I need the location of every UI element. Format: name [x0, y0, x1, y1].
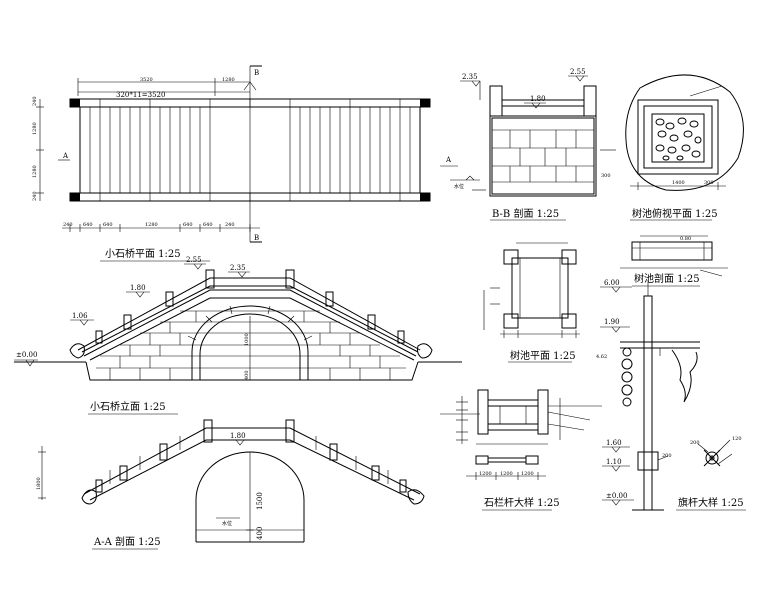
pool-plan-title: 树池平面 1:25: [510, 349, 576, 362]
pool-top-drawing: 1400 300 树池俯视平面 1:25: [625, 74, 744, 221]
elev-base-height: 400: [244, 370, 250, 380]
elev-level-1-06: 1.06: [72, 312, 88, 320]
pool-section-title: 树池剖面 1:25: [634, 272, 700, 285]
flag-callout-3: 120: [732, 436, 742, 442]
plan-left-dim-4: 240: [32, 191, 38, 201]
plan-bottom-dim-3: 640: [103, 222, 113, 228]
plan-top-dim-b: 1280: [222, 77, 235, 83]
flag-level-1-90: 1.90: [604, 318, 620, 326]
bridge-plan-title: 小石桥平面 1:25: [105, 248, 181, 260]
bb-section-drawing: 2.35 2.55 1.80 A 水位: [440, 68, 616, 221]
aa-section-drawing: 1800 1.80 1500 400 水位 A-A 剖面 1:: [36, 419, 425, 550]
plan-left-dim-1: 240: [32, 96, 38, 106]
railing-dim-3: 1200: [521, 471, 534, 477]
plan-bottom-dim-2: 640: [83, 222, 93, 228]
railing-detail-drawing: 1200 1200 1200 石栏杆大样 1:25: [440, 389, 602, 511]
bridge-elevation-title: 小石桥立面 1:25: [90, 400, 166, 413]
plan-section-mark-bottom: B: [254, 234, 259, 242]
pool-top-dim-1: 1400: [672, 180, 685, 186]
railing-dim-1: 1200: [479, 471, 492, 477]
plan-section-mark-top: B: [254, 69, 259, 77]
elev-arch-height: 1000: [244, 333, 250, 346]
aa-left-dim: 1800: [36, 477, 42, 490]
flag-level-0: ±0.00: [606, 492, 627, 500]
pool-section-level: 0.80: [680, 236, 691, 242]
flag-level-4-62: 4.62: [596, 354, 607, 360]
aa-level: 1.80: [230, 432, 246, 440]
flagpole-detail-title: 旗杆大样 1:25: [678, 496, 744, 509]
aa-section-title: A-A 剖面 1:25: [93, 535, 161, 548]
bb-section-mark: A: [445, 156, 452, 164]
aa-base-dim: 400: [256, 527, 264, 540]
elev-level-1-80: 1.80: [130, 284, 146, 292]
plan-total-dim: 320*11=3520: [116, 91, 165, 99]
bb-right-dim: 300: [601, 173, 611, 179]
elev-level-2-35: 2.35: [230, 264, 246, 272]
plan-top-dim-a: 3520: [140, 77, 153, 83]
elev-level-0: ±0.00: [16, 351, 37, 359]
bb-level-left: 2.35: [462, 73, 478, 81]
flag-level-1-10: 1.10: [606, 458, 622, 466]
railing-detail-title: 石栏杆大样 1:25: [484, 496, 560, 509]
flag-level-1-60: 1.60: [606, 439, 622, 447]
bridge-elevation-drawing: ±0.00: [14, 256, 462, 415]
bb-level-right: 2.55: [570, 68, 586, 76]
bridge-plan-drawing: 3520 1280 320*11=3520 B: [32, 65, 431, 262]
aa-arch-dim: 1500: [256, 492, 264, 510]
aa-water-label: 水位: [222, 520, 232, 527]
elev-level-2-55: 2.55: [186, 256, 202, 264]
bb-level-mid: 1.80: [530, 95, 546, 103]
plan-left-dim-2: 1280: [32, 122, 38, 135]
flag-callout-2: 200: [690, 440, 700, 446]
flagpole-detail-drawing: 6.00 1.90 4.62 1.60 1.10 200 ±0.00: [596, 279, 746, 511]
flag-callout-1: 200: [662, 453, 672, 459]
pool-section-drawing: 0.80 树池剖面 1:25: [620, 235, 728, 287]
plan-bottom-dim-6: 640: [203, 222, 213, 228]
pool-top-dim-2: 300: [704, 180, 714, 186]
railing-dim-2: 1200: [500, 471, 513, 477]
bb-water-label: 水位: [454, 183, 464, 190]
pool-plan-drawing: 树池平面 1:25: [483, 242, 580, 363]
pool-top-title: 树池俯视平面 1:25: [632, 207, 718, 220]
plan-bottom-dim-1: 240: [63, 222, 73, 228]
plan-bottom-dim-4: 1280: [145, 222, 158, 228]
flag-level-6-00: 6.00: [604, 279, 620, 287]
plan-left-dim-3: 1280: [32, 165, 38, 178]
plan-bottom-dim-7: 240: [225, 222, 235, 228]
plan-bottom-dim-5: 640: [183, 222, 193, 228]
bb-section-title: B-B 剖面 1:25: [492, 207, 559, 220]
plan-section-mark-a: A: [62, 152, 69, 160]
